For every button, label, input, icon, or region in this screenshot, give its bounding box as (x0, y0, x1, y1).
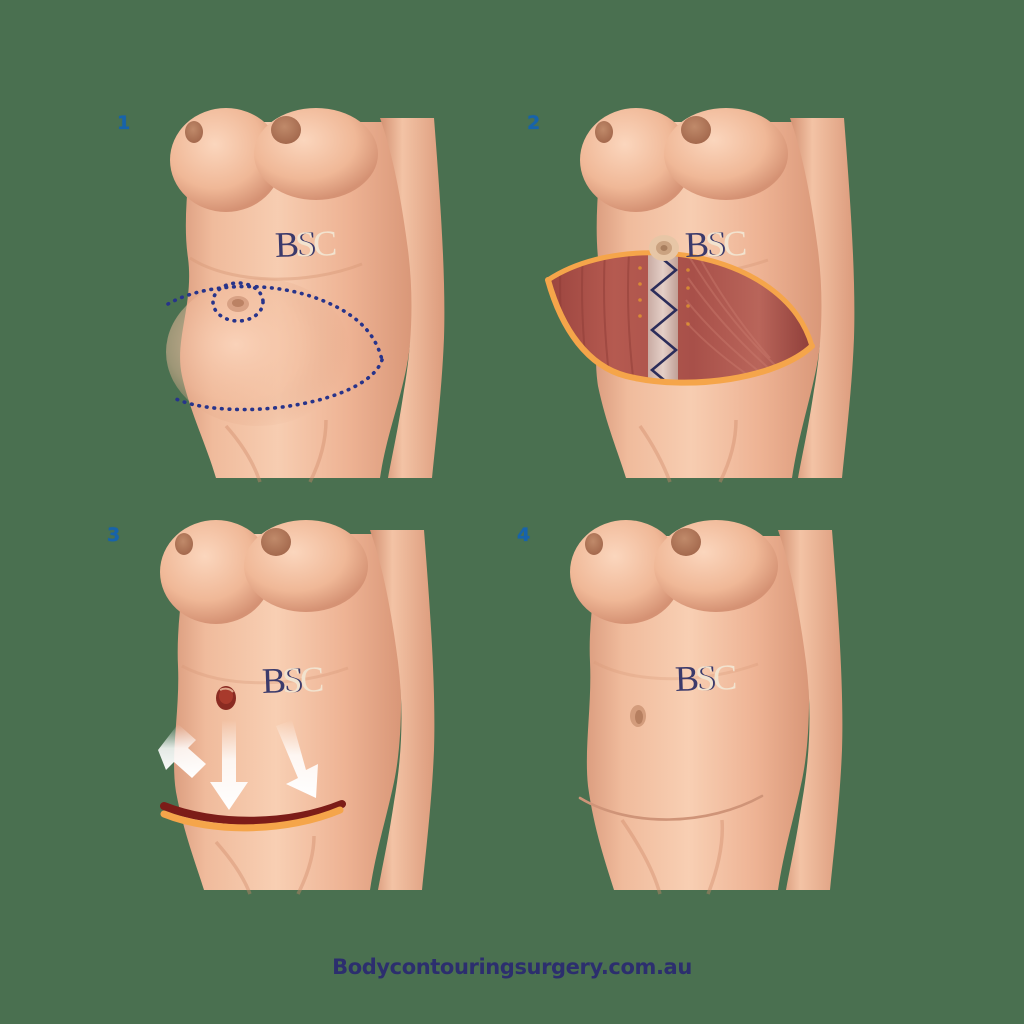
incision-line-3 (160, 800, 346, 832)
navel-opening-inner-3 (219, 688, 233, 704)
site-watermark: Bodycontouringsurgery.com.au (332, 955, 692, 979)
healed-scar-4 (578, 794, 764, 821)
groin-crease-left-4 (620, 819, 662, 895)
navel-inner-4 (635, 710, 643, 724)
surgical-markings-1 (166, 281, 384, 412)
groin-crease-left-1 (224, 424, 262, 483)
incision-dark-3 (160, 800, 346, 825)
incision-edge-lower-2 (545, 277, 815, 386)
nipple-right-3 (261, 528, 291, 556)
incision-edge-upper-2 (545, 250, 815, 349)
groin-crease-left-2 (638, 424, 672, 483)
panel-step-4: 4 (475, 512, 935, 932)
arm-3 (370, 530, 435, 890)
step-number-4: 4 (517, 524, 531, 546)
arm-1 (380, 118, 445, 478)
navel-highlight-3 (219, 687, 234, 693)
nipple-right-2 (681, 116, 711, 144)
nipple-left-3 (175, 533, 193, 555)
plication-suture-2 (649, 252, 679, 383)
navel-stalk-core-2 (660, 245, 668, 251)
breast-right-1 (254, 108, 378, 200)
arm-2 (790, 118, 855, 478)
arrow-center-3 (210, 720, 248, 810)
torso-figure-2 (540, 108, 870, 488)
panel-step-2: 2 (485, 100, 945, 520)
abdominal-fold-3 (181, 664, 349, 685)
groin-crease-left-3 (214, 840, 252, 895)
nipple-left-2 (595, 121, 613, 143)
step-number-3: 3 (107, 524, 121, 546)
groin-crease-right-2 (718, 419, 738, 483)
breast-right-4 (654, 520, 778, 612)
nipple-left-4 (585, 533, 603, 555)
nipple-right-4 (671, 528, 701, 556)
abdominal-fold-1 (189, 256, 363, 281)
suture-dots-2 (638, 266, 690, 326)
torso-figure-3 (120, 520, 450, 900)
torso-figure-4 (530, 520, 860, 900)
breast-right-3 (244, 520, 368, 612)
nipple-left-1 (185, 121, 203, 143)
marking-lower-arc-1 (172, 358, 384, 412)
groin-crease-right-3 (296, 835, 316, 895)
marking-navel-circle-1 (211, 281, 265, 323)
arm-4 (778, 530, 843, 890)
arrow-left-3 (158, 724, 206, 778)
torso-figure-1 (130, 108, 460, 488)
panel-step-3: 3 (65, 512, 525, 932)
marking-upper-arc-1 (166, 284, 384, 362)
panel-step-1: 1 (75, 100, 535, 520)
nipple-right-1 (271, 116, 301, 144)
groin-crease-right-4 (706, 819, 725, 895)
incision-orange-3 (160, 806, 344, 832)
navel-inner-1 (232, 299, 244, 307)
traction-arrows-3 (158, 720, 318, 810)
step-number-1: 1 (117, 112, 131, 134)
groin-crease-right-1 (308, 419, 328, 483)
abdominal-fold-4 (593, 660, 759, 681)
arrow-right-3 (276, 720, 318, 798)
abdomen-bulge-1 (166, 278, 350, 426)
breast-right-2 (664, 108, 788, 200)
rectus-muscle-2 (548, 252, 812, 383)
step-number-2: 2 (527, 112, 541, 134)
